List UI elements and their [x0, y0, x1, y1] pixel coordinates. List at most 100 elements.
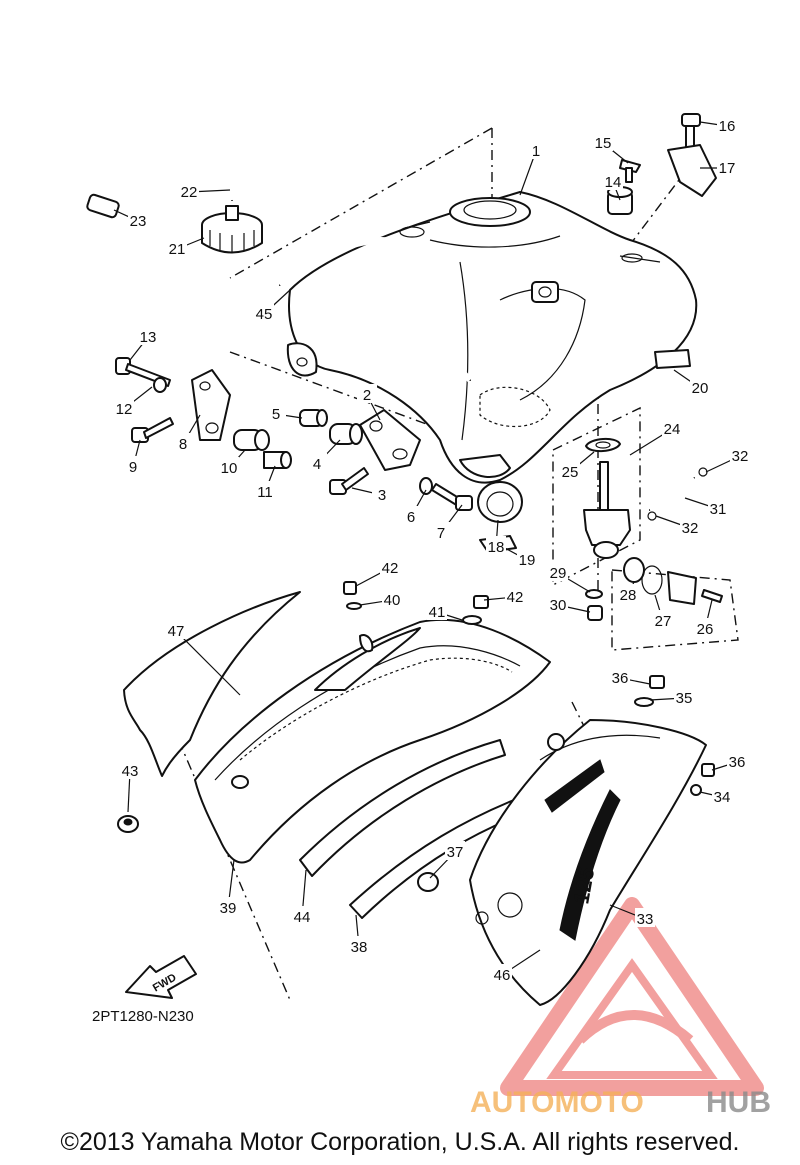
copyright-notice: ©2013 Yamaha Motor Corporation, U.S.A. A…	[60, 1128, 740, 1156]
callout-6: 6	[407, 509, 415, 526]
callout-9: 9	[129, 459, 137, 476]
callout-bg	[593, 132, 613, 151]
callout-28: 28	[620, 587, 637, 604]
callout-25: 25	[562, 464, 579, 481]
callout-bg	[680, 517, 700, 536]
callout-bg	[401, 506, 421, 525]
callout-bg	[445, 841, 465, 860]
callout-5: 5	[272, 406, 280, 423]
callout-bg	[255, 481, 275, 500]
diagram-code: 2PT1280-N230	[92, 1008, 194, 1025]
callout-16: 16	[719, 118, 736, 135]
callout-33: 33	[637, 911, 654, 928]
callout-36: 36	[729, 754, 746, 771]
callout-27: 27	[655, 613, 672, 630]
callout-20: 20	[692, 380, 709, 397]
callout-bg	[218, 897, 238, 916]
callout-bg	[427, 601, 447, 620]
callout-bg	[717, 115, 737, 134]
callout-43: 43	[122, 763, 139, 780]
callout-bg	[674, 687, 694, 706]
callout-bg	[357, 384, 377, 403]
callout-bg	[372, 484, 392, 503]
callout-bg	[690, 377, 710, 396]
callout-3: 3	[378, 487, 386, 504]
watermark-text-automoto: AUTOMOTO	[470, 1086, 644, 1119]
callout-7: 7	[437, 525, 445, 542]
callout-bg	[560, 461, 580, 480]
callout-bg	[349, 936, 369, 955]
callout-22: 22	[181, 184, 198, 201]
callout-bg	[307, 453, 327, 472]
callout-40: 40	[384, 592, 401, 609]
callout-bg	[114, 398, 134, 417]
callout-2: 2	[363, 387, 371, 404]
callout-bg	[708, 498, 728, 517]
callout-11: 11	[257, 484, 273, 501]
callout-bg	[120, 760, 140, 779]
callout-bg	[517, 549, 537, 568]
callout-32: 32	[732, 448, 749, 465]
callout-bg	[166, 620, 186, 639]
watermark-text-hub: HUB	[706, 1086, 771, 1119]
callout-42: 42	[507, 589, 524, 606]
callout-bg	[219, 457, 239, 476]
callout-31: 31	[710, 501, 727, 518]
callout-bg	[730, 445, 750, 464]
callout-bg	[486, 536, 506, 555]
callout-bg	[382, 589, 402, 608]
callout-46: 46	[494, 967, 511, 984]
callout-37: 37	[447, 844, 464, 861]
callout-bg	[505, 586, 525, 605]
automotohub-logo-icon	[500, 897, 764, 1096]
callout-21: 21	[169, 241, 186, 258]
callout-44: 44	[294, 909, 311, 926]
callout-bg	[380, 557, 400, 576]
callout-bg	[548, 562, 568, 581]
callout-35: 35	[676, 690, 693, 707]
callout-bg	[727, 751, 747, 770]
callout-bg	[548, 594, 568, 613]
callout-34: 34	[714, 789, 731, 806]
callout-8: 8	[179, 436, 187, 453]
callout-42: 42	[382, 560, 399, 577]
callout-47: 47	[168, 623, 185, 640]
callout-15: 15	[595, 135, 612, 152]
callout-45: 45	[256, 306, 273, 323]
callout-bg	[266, 403, 286, 422]
callout-bg	[635, 908, 655, 927]
callout-bg	[610, 667, 630, 686]
callout-bg	[138, 326, 158, 345]
callout-bg	[431, 522, 451, 541]
callout-bg	[618, 584, 638, 603]
callout-bg	[167, 238, 187, 257]
callout-38: 38	[351, 939, 368, 956]
callout-19: 19	[519, 552, 536, 569]
callout-bg	[717, 157, 737, 176]
callout-41: 41	[429, 604, 446, 621]
callout-bg	[128, 210, 148, 229]
callout-bg	[653, 610, 673, 629]
callout-bg	[712, 786, 732, 805]
callout-bg	[662, 418, 682, 437]
callout-30: 30	[550, 597, 567, 614]
callout-32: 32	[682, 520, 699, 537]
callout-10: 10	[221, 460, 238, 477]
callout-bg	[254, 303, 274, 322]
callout-leader-47	[175, 630, 241, 696]
callout-26: 26	[697, 621, 714, 638]
callout-bg	[292, 906, 312, 925]
callout-36: 36	[612, 670, 629, 687]
callout-bg	[123, 456, 143, 475]
fwd-arrow-icon: FWD	[125, 955, 197, 999]
callout-12: 12	[116, 401, 133, 418]
callout-39: 39	[220, 900, 237, 917]
callout-bg	[492, 964, 512, 983]
callout-23: 23	[130, 213, 147, 230]
callout-1: 1	[532, 143, 540, 160]
callout-18: 18	[488, 539, 505, 556]
callout-29: 29	[550, 565, 567, 582]
callout-14: 14	[605, 174, 622, 191]
callout-bg	[173, 433, 193, 452]
